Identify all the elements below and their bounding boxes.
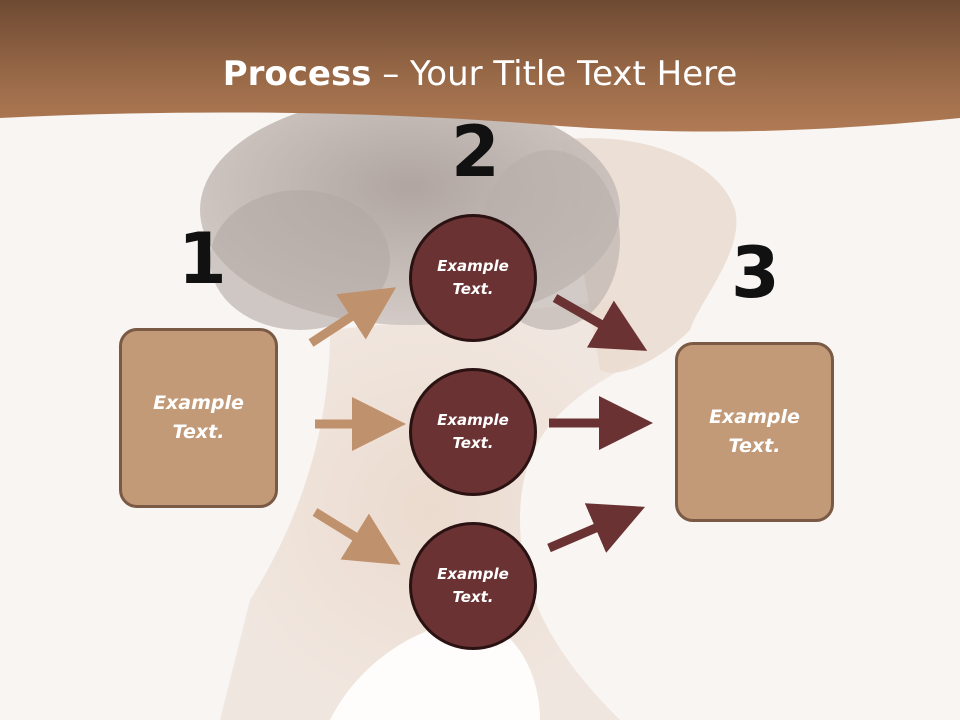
title-rest: – Your Title Text Here bbox=[371, 54, 738, 94]
circle-bottom: Example Text. bbox=[409, 522, 537, 650]
arrow-left-to-bottom bbox=[312, 508, 401, 565]
circle-middle: Example Text. bbox=[409, 368, 537, 496]
arrow-top-to-right bbox=[552, 294, 648, 351]
header-band bbox=[0, 0, 960, 132]
circle-top: Example Text. bbox=[409, 214, 537, 342]
step-number-1: 1 bbox=[178, 218, 227, 300]
left-box: Example Text. bbox=[119, 328, 278, 508]
right-box: Example Text. bbox=[675, 342, 834, 522]
right-box-text: Example Text. bbox=[709, 406, 800, 457]
left-box-text: Example Text. bbox=[153, 392, 244, 443]
arrow-left-to-top bbox=[308, 287, 397, 347]
slide-title: Process – Your Title Text Here bbox=[0, 54, 960, 94]
arrow-bottom-to-right bbox=[547, 503, 646, 553]
title-bold: Process bbox=[222, 54, 372, 94]
circle-top-text: Example Text. bbox=[437, 257, 509, 298]
circle-middle-text: Example Text. bbox=[437, 411, 509, 452]
step-number-3: 3 bbox=[731, 232, 780, 314]
step-number-2: 2 bbox=[451, 111, 500, 193]
circle-bottom-text: Example Text. bbox=[437, 565, 509, 606]
